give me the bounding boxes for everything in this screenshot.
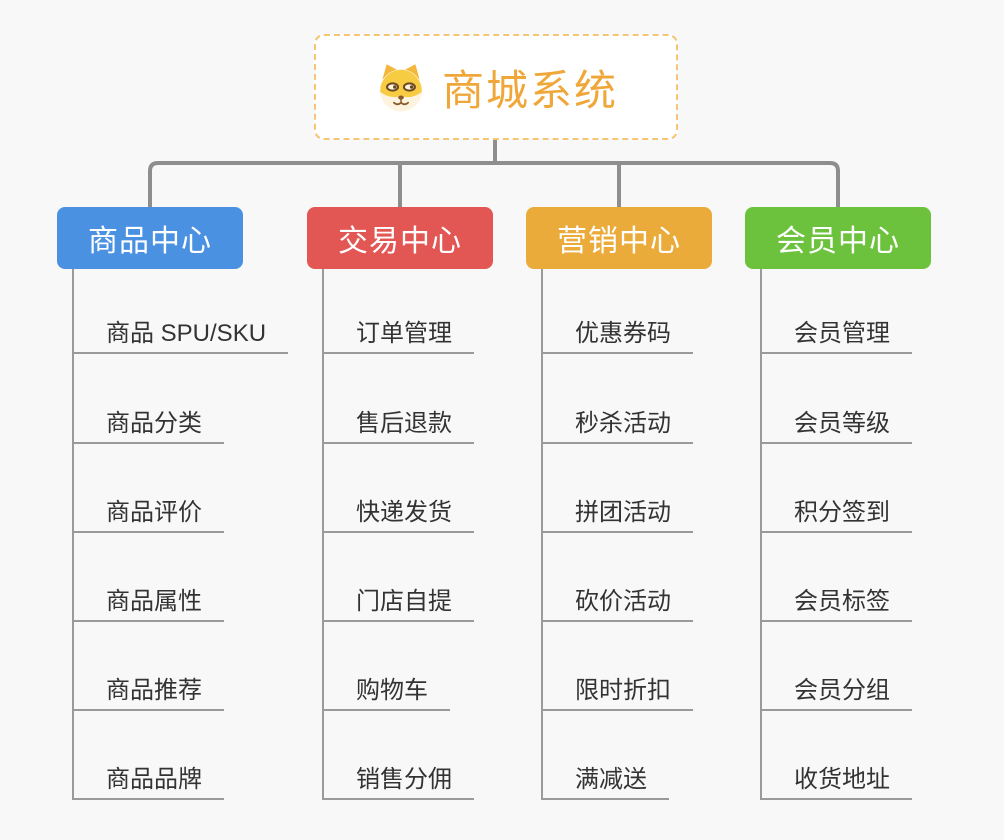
root-node-title: 商城系统 [441, 66, 618, 114]
branch-node-marketing-center[interactable]: 营销中心 [526, 207, 712, 269]
branch-title: 会员中心 [776, 225, 900, 258]
root-node-mall-system[interactable]: 商城系统 [314, 34, 678, 140]
child-topic[interactable]: 限时折扣 [543, 669, 693, 711]
child-topic[interactable]: 商品属性 [74, 580, 224, 622]
child-topic[interactable]: 商品分类 [74, 402, 224, 444]
child-topic[interactable]: 会员标签 [762, 580, 912, 622]
child-topic[interactable]: 商品推荐 [74, 669, 224, 711]
branch-title: 交易中心 [338, 225, 462, 258]
child-topic[interactable]: 积分签到 [762, 491, 912, 533]
dog-face-icon [374, 60, 428, 114]
child-topic[interactable]: 销售分佣 [324, 758, 474, 800]
child-topic[interactable]: 满减送 [543, 758, 669, 800]
child-topic[interactable]: 砍价活动 [543, 580, 693, 622]
branch-children-marketing-center: 优惠券码 秒杀活动 拼团活动 砍价活动 限时折扣 满减送 [541, 269, 773, 800]
child-topic[interactable]: 商品评价 [74, 491, 224, 533]
child-topic[interactable]: 商品 SPU/SKU [74, 312, 289, 354]
child-topic[interactable]: 快递发货 [324, 491, 474, 533]
branch-children-product-center: 商品 SPU/SKU 商品分类 商品评价 商品属性 商品推荐 商品品牌 [72, 269, 304, 800]
child-topic[interactable]: 会员分组 [762, 669, 912, 711]
child-topic[interactable]: 购物车 [324, 669, 450, 711]
child-topic[interactable]: 门店自提 [324, 580, 474, 622]
branch-title: 商品中心 [88, 225, 212, 258]
child-topic[interactable]: 拼团活动 [543, 491, 693, 533]
child-topic[interactable]: 会员管理 [762, 312, 912, 354]
branch-children-member-center: 会员管理 会员等级 积分签到 会员标签 会员分组 收货地址 [760, 269, 992, 800]
branch-node-product-center[interactable]: 商品中心 [57, 207, 243, 269]
child-topic[interactable]: 订单管理 [324, 312, 474, 354]
child-topic[interactable]: 收货地址 [762, 758, 912, 800]
child-topic[interactable]: 商品品牌 [74, 758, 224, 800]
branch-title: 营销中心 [557, 225, 681, 258]
child-topic[interactable]: 优惠券码 [543, 312, 693, 354]
branch-children-trade-center: 订单管理 售后退款 快递发货 门店自提 购物车 销售分佣 [322, 269, 554, 800]
branch-node-trade-center[interactable]: 交易中心 [307, 207, 493, 269]
child-topic[interactable]: 会员等级 [762, 402, 912, 444]
child-topic[interactable]: 售后退款 [324, 402, 474, 444]
branch-node-member-center[interactable]: 会员中心 [745, 207, 931, 269]
child-topic[interactable]: 秒杀活动 [543, 402, 693, 444]
